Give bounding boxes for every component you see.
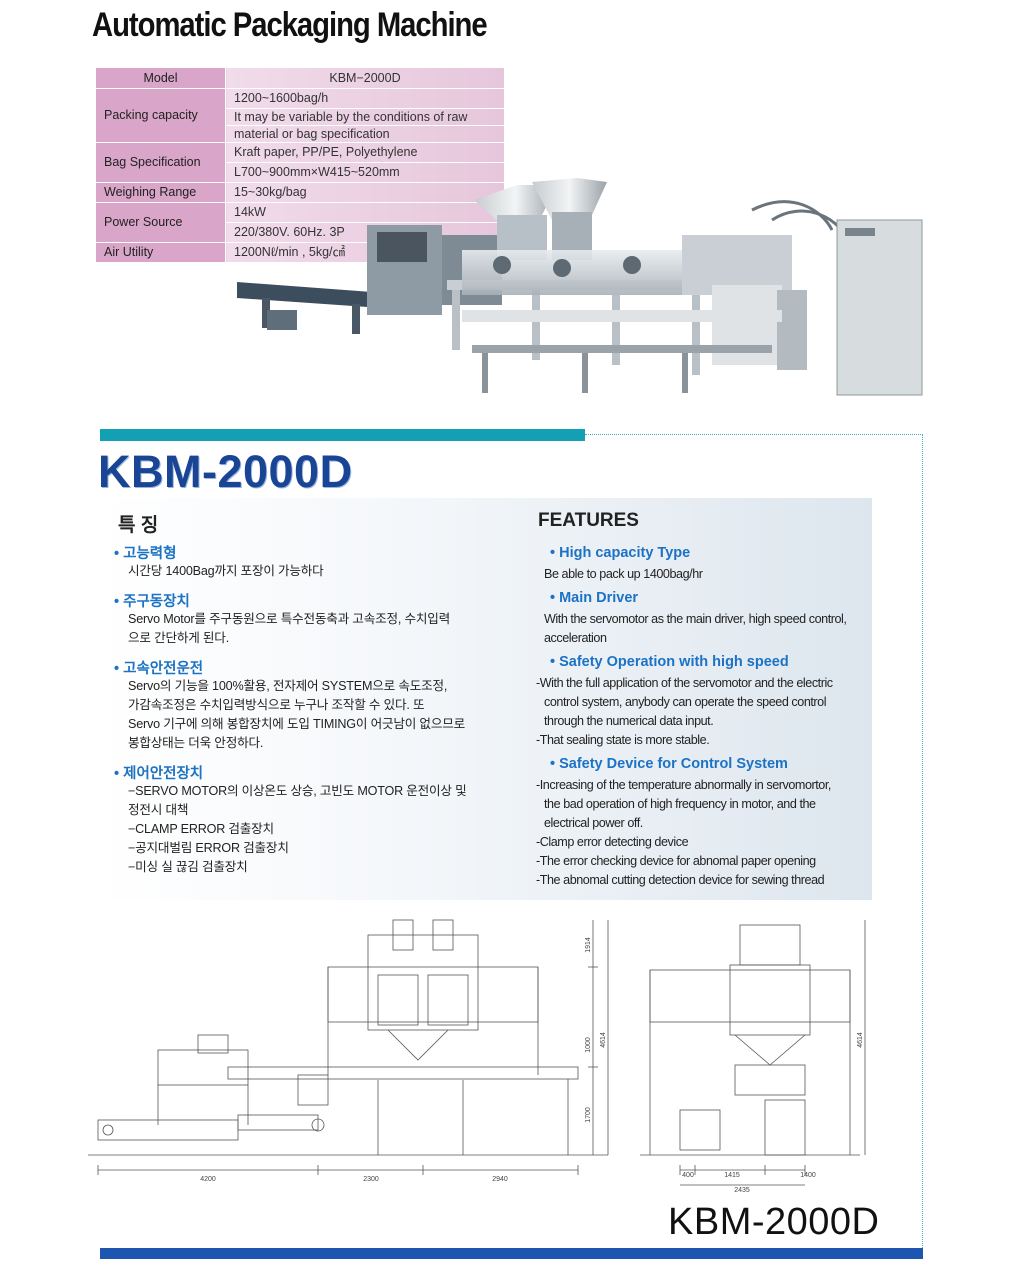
korean-feature-line: −공지대벌림 ERROR 검출장치 xyxy=(128,841,289,855)
spec-row-weigh: Weighing Range 15~30kg/bag xyxy=(96,182,504,203)
spec-label-air: Air Utility xyxy=(96,242,226,263)
english-heading: FEATURES xyxy=(538,510,639,531)
korean-feature-line: 정전시 대책 xyxy=(128,803,189,817)
machine-photo xyxy=(237,178,923,396)
dim-front-2: 2300 xyxy=(363,1176,379,1183)
page-title: Automatic Packaging Machine xyxy=(92,6,488,44)
spec-label-model: Model xyxy=(96,68,226,89)
english-feature-line: acceleration xyxy=(544,631,607,645)
spec-label-bag: Bag Specification xyxy=(96,142,226,183)
dim-front-3: 2940 xyxy=(492,1176,508,1183)
spec-row-model: Model KBM−2000D xyxy=(96,68,504,89)
english-feature-line: Be able to pack up 1400bag/hr xyxy=(544,567,703,581)
english-feature-line: the bad operation of high frequency in m… xyxy=(544,797,816,811)
dim-side-4: 2435 xyxy=(734,1187,750,1194)
english-feature-title: • Safety Operation with high speed xyxy=(550,654,789,670)
korean-feature-line: Servo 기구에 의해 봉합장치에 도입 TIMING이 어긋남이 없으므로 xyxy=(128,717,465,731)
english-feature-line: -The error checking device for abnomal p… xyxy=(536,854,816,868)
dim-side-3: 1400 xyxy=(800,1172,816,1179)
dim-front-v2: 1000 xyxy=(585,1037,592,1053)
dim-side-1: 400 xyxy=(682,1172,694,1179)
korean-feature-line: Servo의 기능을 100%활용, 전자제어 SYSTEM으로 속도조정, xyxy=(128,679,448,693)
english-feature-title: • Main Driver xyxy=(550,590,639,606)
korean-feature-line: −SERVO MOTOR의 이상온도 상승, 고빈도 MOTOR 운전이상 및 xyxy=(128,784,467,798)
spec-value-packing-3: material or bag specification xyxy=(225,125,504,143)
spec-table: Model KBM−2000D Packing capacity 1200~16… xyxy=(96,68,504,263)
korean-feature-title: • 주구동장치 xyxy=(114,594,190,610)
spec-value-bag-2: L700~900mm×W415~520mm xyxy=(225,162,504,183)
english-feature-line: electrical power off. xyxy=(544,816,643,830)
dim-side-2: 1415 xyxy=(724,1172,740,1179)
korean-feature-title: • 제어안전장치 xyxy=(114,766,204,782)
english-feature-line: control system, anybody can operate the … xyxy=(544,695,827,709)
model-heading: KBM-2000D xyxy=(98,446,353,497)
korean-feature-title: • 고능력형 xyxy=(114,546,177,562)
english-feature-line: -The abnomal cutting detection device fo… xyxy=(536,873,825,887)
english-feature-line: -Increasing of the temperature abnormall… xyxy=(536,778,831,792)
dotted-frame-top xyxy=(585,434,923,435)
english-feature-title: • High capacity Type xyxy=(550,545,691,561)
side-elevation-drawing: 400 1415 1400 2435 4614 xyxy=(640,920,866,1194)
dotted-frame-right xyxy=(922,434,923,1256)
english-feature-line: through the numerical data input. xyxy=(544,714,714,728)
teal-divider xyxy=(100,429,585,441)
korean-feature-line: 봉합상태는 더욱 안정하다. xyxy=(128,736,264,750)
spec-label-packing: Packing capacity xyxy=(96,88,226,143)
footer-model-label: KBM-2000D xyxy=(668,1201,880,1243)
korean-feature-line: −미싱 실 끊김 검출장치 xyxy=(128,860,248,874)
spec-row-bag: Bag Specification Kraft paper, PP/PE, Po… xyxy=(96,142,504,183)
korean-feature-line: Servo Motor를 주구동원으로 특수전동축과 고속조정, 수치입력 xyxy=(128,612,450,626)
spec-row-power: Power Source 14kW xyxy=(96,202,504,243)
spec-value-model: KBM−2000D xyxy=(225,68,504,89)
bottom-blue-bar xyxy=(100,1248,923,1259)
english-feature-line: With the servomotor as the main driver, … xyxy=(544,612,847,626)
spec-value-packing-2: It may be variable by the conditions of … xyxy=(225,108,504,126)
dim-front-1: 4200 xyxy=(200,1176,216,1183)
dim-side-v1: 4614 xyxy=(857,1032,864,1048)
spec-value-weigh: 15~30kg/bag xyxy=(225,182,504,203)
front-elevation-drawing: 4200 2300 2940 1914 1000 1700 4614 xyxy=(88,919,609,1183)
spec-value-power-1: 14kW xyxy=(225,202,504,223)
korean-feature-line: −CLAMP ERROR 검출장치 xyxy=(128,822,274,836)
english-feature-title: • Safety Device for Control System xyxy=(550,756,788,772)
dim-front-v1: 1914 xyxy=(585,937,592,953)
korean-heading: 특 징 xyxy=(118,515,159,536)
korean-feature-title: • 고속안전운전 xyxy=(114,661,204,677)
korean-feature-line: 가감속조정은 수치입력방식으로 누구나 조작할 수 있다. 또 xyxy=(128,698,425,712)
english-feature-line: -With the full application of the servom… xyxy=(536,676,833,690)
korean-feature-line: 으로 간단하게 된다. xyxy=(128,631,229,645)
english-feature-line: -Clamp error detecting device xyxy=(536,835,689,849)
spec-value-packing-1: 1200~1600bag/h xyxy=(225,88,504,109)
korean-feature-line: 시간당 1400Bag까지 포장이 가능하다 xyxy=(128,564,324,578)
english-feature-line: -That sealing state is more stable. xyxy=(536,733,710,747)
spec-value-bag-1: Kraft paper, PP/PE, Polyethylene xyxy=(225,142,504,163)
spec-row-packing: Packing capacity 1200~1600bag/h xyxy=(96,88,504,143)
dim-front-v3: 1700 xyxy=(585,1107,592,1123)
spec-label-weigh: Weighing Range xyxy=(96,182,226,203)
dim-front-v4: 4614 xyxy=(600,1032,607,1048)
spec-label-power: Power Source xyxy=(96,202,226,243)
